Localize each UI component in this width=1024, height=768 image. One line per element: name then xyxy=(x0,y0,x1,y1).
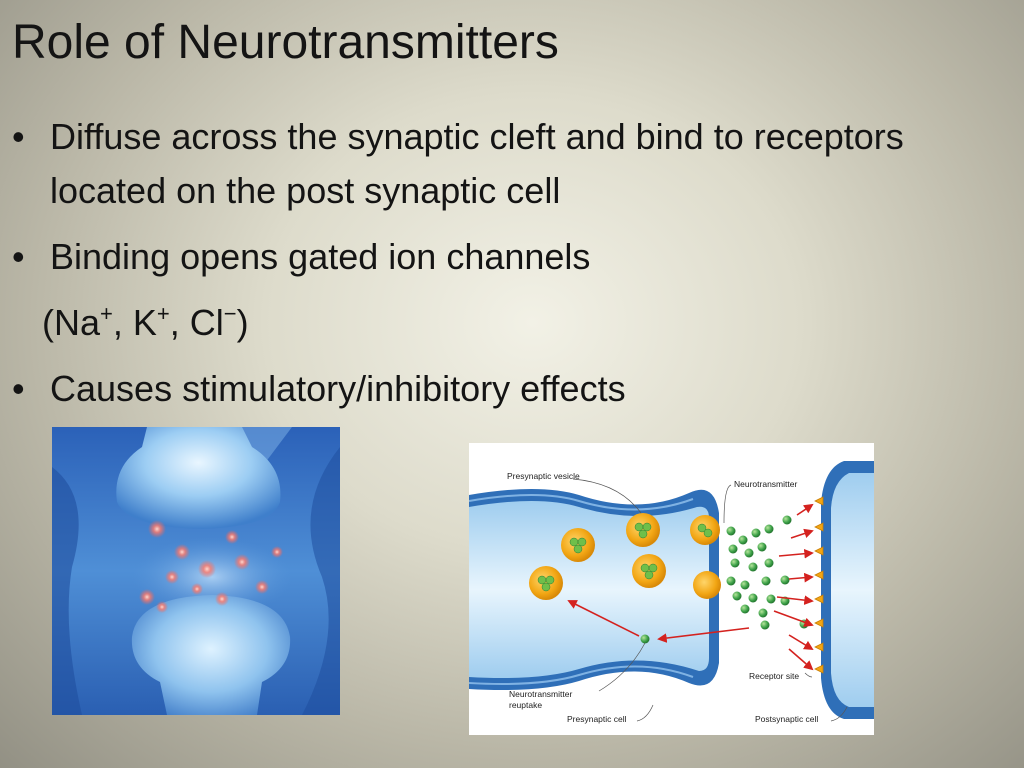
bullet-item-binding: • Binding opens gated ion channels xyxy=(12,230,912,284)
slide-title: Role of Neurotransmitters xyxy=(12,16,559,69)
synapse-diagram-graphic: Presynaptic vesicle Neurotransmitter Rec… xyxy=(469,461,874,724)
bullet-list: • Diffuse across the synaptic cleft and … xyxy=(12,110,912,428)
label-postsynaptic-cell: Postsynaptic cell xyxy=(755,714,818,724)
synapse-photo-graphic xyxy=(52,427,340,715)
label-presynaptic-vesicle: Presynaptic vesicle xyxy=(507,471,580,481)
vesicle-group xyxy=(529,513,721,600)
bullet-text: Diffuse across the synaptic cleft and bi… xyxy=(50,116,904,211)
bullet-item-diffuse: • Diffuse across the synaptic cleft and … xyxy=(12,110,912,218)
bullet-dot: • xyxy=(12,368,25,409)
synapse-photo xyxy=(52,427,340,715)
bullet-dot: • xyxy=(12,236,25,277)
ion-text: , K xyxy=(112,302,157,343)
bullet-text: Binding opens gated ion channels xyxy=(50,236,591,277)
ion-charge: − xyxy=(223,301,237,326)
label-receptor-site: Receptor site xyxy=(749,671,799,681)
ion-text: (Na xyxy=(42,302,101,343)
bullet-text: Causes stimulatory/inhibitory effects xyxy=(50,368,626,409)
ion-list: (Na+, K+, Cl−) xyxy=(12,296,912,350)
label-neurotransmitter: Neurotransmitter xyxy=(734,479,797,489)
bullet-dot: • xyxy=(12,116,25,157)
label-reuptake-line2: reuptake xyxy=(509,700,542,710)
label-reuptake-line1: Neurotransmitter xyxy=(509,689,572,699)
label-presynaptic-cell: Presynaptic cell xyxy=(567,714,627,724)
ion-charge: + xyxy=(100,301,113,326)
ion-charge: + xyxy=(156,301,170,326)
ion-text: , Cl xyxy=(169,302,224,343)
bullet-item-effects: • Causes stimulatory/inhibitory effects xyxy=(12,362,912,416)
ion-text: ) xyxy=(236,302,249,343)
synapse-diagram: Presynaptic vesicle Neurotransmitter Rec… xyxy=(469,443,874,735)
